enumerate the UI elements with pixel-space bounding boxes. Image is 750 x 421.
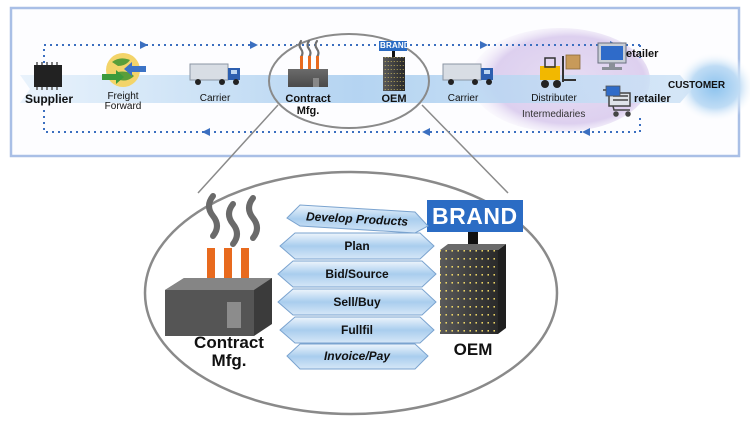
forklift-icon [540,54,581,88]
contract-mfg-label-large: Contract Mfg. [194,333,264,370]
dotted-flow-lines [43,44,641,133]
truck-icon-1 [189,63,240,85]
process-sell-buy: Sell/Buy [333,295,381,309]
customer-label: CUSTOMER [668,80,726,91]
carrier-label-2: Carrier [447,93,479,104]
focus-ellipse-small [268,33,430,129]
freight-forward-label: Freight Forward [104,91,142,112]
intermediaries-label: Intermediaries [522,109,586,120]
oem-building-icon-large [427,200,523,334]
retailer-screen-icon [605,85,621,97]
process-bands [277,204,437,370]
truck-icon-2 [442,63,493,85]
retailer-label: retailer [634,93,671,105]
customer-glow [675,52,750,122]
zoom-line-right [421,104,509,194]
brand-label-large: BRAND [432,203,518,229]
freight-globe-icon [102,53,146,87]
etailer-label: etailer [626,48,659,60]
process-fullfil: Fullfil [341,323,373,337]
supplier-label: Supplier [24,92,74,106]
process-plan: Plan [344,239,370,253]
carrier-label-1: Carrier [199,93,231,104]
brand-label-small: BRAND [380,41,410,50]
contract-mfg-label-small: Contract Mfg. [285,93,331,117]
oem-label-large: OEM [453,340,493,359]
factory-icon-large [165,193,272,336]
oem-label-small: OEM [381,93,407,105]
computer-icon [597,42,627,70]
distributer-label: Distributer [531,93,577,104]
process-bid-source: Bid/Source [325,267,389,281]
factory-icon-small [288,39,328,87]
main-flow-arrow [20,75,692,103]
zoom-line-left [197,104,279,194]
process-invoice-pay: Invoice/Pay [323,349,391,363]
microchip-icon [34,62,62,90]
oem-building-icon-small [379,41,407,91]
